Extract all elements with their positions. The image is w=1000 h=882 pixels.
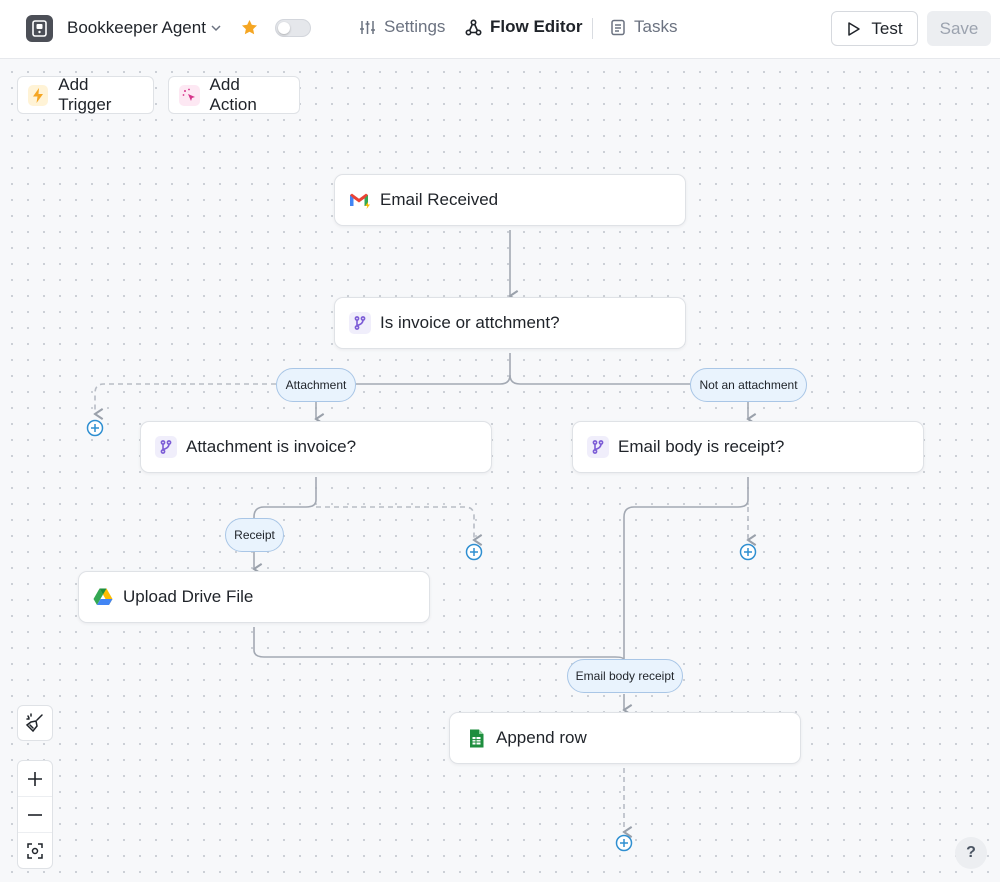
google-sheets-icon — [465, 727, 487, 749]
top-bar: Bookkeeper Agent Settings Flow Editor — [0, 0, 1000, 59]
add-trigger-button[interactable]: Add Trigger — [17, 75, 154, 114]
nav-flow-editor-label: Flow Editor — [490, 17, 583, 36]
node-email-received-label: Email Received — [380, 190, 499, 209]
node-upload-drive-file-label: Upload Drive File — [123, 587, 254, 606]
gmail-icon — [349, 189, 371, 211]
toggle-knob — [278, 22, 290, 34]
nav-flow-editor[interactable]: Flow Editor — [465, 17, 583, 37]
test-button-label: Test — [871, 18, 903, 38]
node-is-invoice[interactable]: Is invoice or attchment? — [334, 297, 686, 349]
branch-pill-not-attachment[interactable]: Not an attachment — [690, 368, 807, 402]
node-email-body-is-receipt[interactable]: Email body is receipt? — [572, 421, 924, 473]
connector-invoice-else-dashed — [316, 506, 474, 540]
chevron-down-icon[interactable] — [210, 20, 222, 36]
sliders-icon — [360, 20, 375, 34]
branch-icon — [349, 312, 371, 334]
nav-tasks-label: Tasks — [634, 17, 678, 36]
node-attachment-is-invoice[interactable]: Attachment is invoice? — [140, 421, 492, 473]
help-button[interactable]: ? — [955, 837, 987, 869]
connector-body-to-merge — [623, 477, 749, 660]
play-icon — [848, 21, 861, 36]
branch-pill-receipt[interactable]: Receipt — [225, 518, 284, 552]
tidy-layout-button[interactable] — [17, 705, 53, 741]
connector-check-else-dashed — [95, 383, 276, 414]
magic-broom-icon — [25, 713, 43, 733]
flow-icon — [465, 18, 482, 36]
node-append-row-label: Append row — [496, 728, 587, 747]
connector-upload-to-merge — [253, 627, 625, 661]
node-upload-drive-file[interactable]: Upload Drive File — [78, 571, 430, 623]
sparkle-cursor-icon — [179, 84, 200, 106]
agent-enable-toggle[interactable] — [275, 19, 311, 37]
save-button[interactable]: Save — [927, 11, 991, 46]
add-step-plus-icon[interactable] — [615, 834, 633, 852]
google-drive-icon — [92, 586, 114, 608]
node-is-invoice-label: Is invoice or attchment? — [380, 313, 560, 332]
lightning-icon — [28, 84, 49, 106]
nav-tasks[interactable]: Tasks — [610, 17, 677, 37]
branch-pill-attachment[interactable]: Attachment — [276, 368, 356, 402]
nav-divider — [592, 18, 593, 39]
node-attachment-is-invoice-label: Attachment is invoice? — [186, 437, 357, 456]
connector-invoice-to-receipt — [253, 477, 317, 518]
nav-settings[interactable]: Settings — [359, 17, 445, 37]
add-step-plus-icon[interactable] — [465, 543, 483, 561]
star-icon[interactable] — [240, 18, 259, 37]
node-append-row[interactable]: Append row — [449, 712, 801, 764]
add-step-plus-icon[interactable] — [739, 543, 757, 561]
branch-icon — [155, 436, 177, 458]
fit-view-icon — [27, 842, 43, 859]
zoom-out-button[interactable] — [18, 797, 52, 833]
branch-icon — [587, 436, 609, 458]
connector-check-split-right — [509, 374, 690, 385]
clipboard-icon — [611, 19, 625, 35]
add-step-plus-icon[interactable] — [86, 419, 104, 437]
connector-check-split — [356, 353, 511, 385]
add-action-button[interactable]: Add Action — [168, 75, 300, 114]
add-trigger-label: Add Trigger — [58, 75, 112, 114]
add-action-label: Add Action — [209, 75, 257, 114]
agent-app-icon[interactable] — [26, 15, 53, 42]
plus-icon — [28, 771, 42, 786]
zoom-in-button[interactable] — [18, 761, 52, 797]
node-email-received[interactable]: Email Received — [334, 174, 686, 226]
nav-settings-label: Settings — [384, 17, 446, 36]
zoom-controls — [17, 760, 53, 869]
node-email-body-is-receipt-label: Email body is receipt? — [618, 437, 785, 456]
test-button[interactable]: Test — [831, 11, 918, 46]
branch-pill-email-body-receipt[interactable]: Email body receipt — [567, 659, 683, 693]
fit-view-button[interactable] — [18, 833, 52, 868]
agent-name[interactable]: Bookkeeper Agent — [67, 18, 206, 37]
minus-icon — [28, 813, 42, 816]
